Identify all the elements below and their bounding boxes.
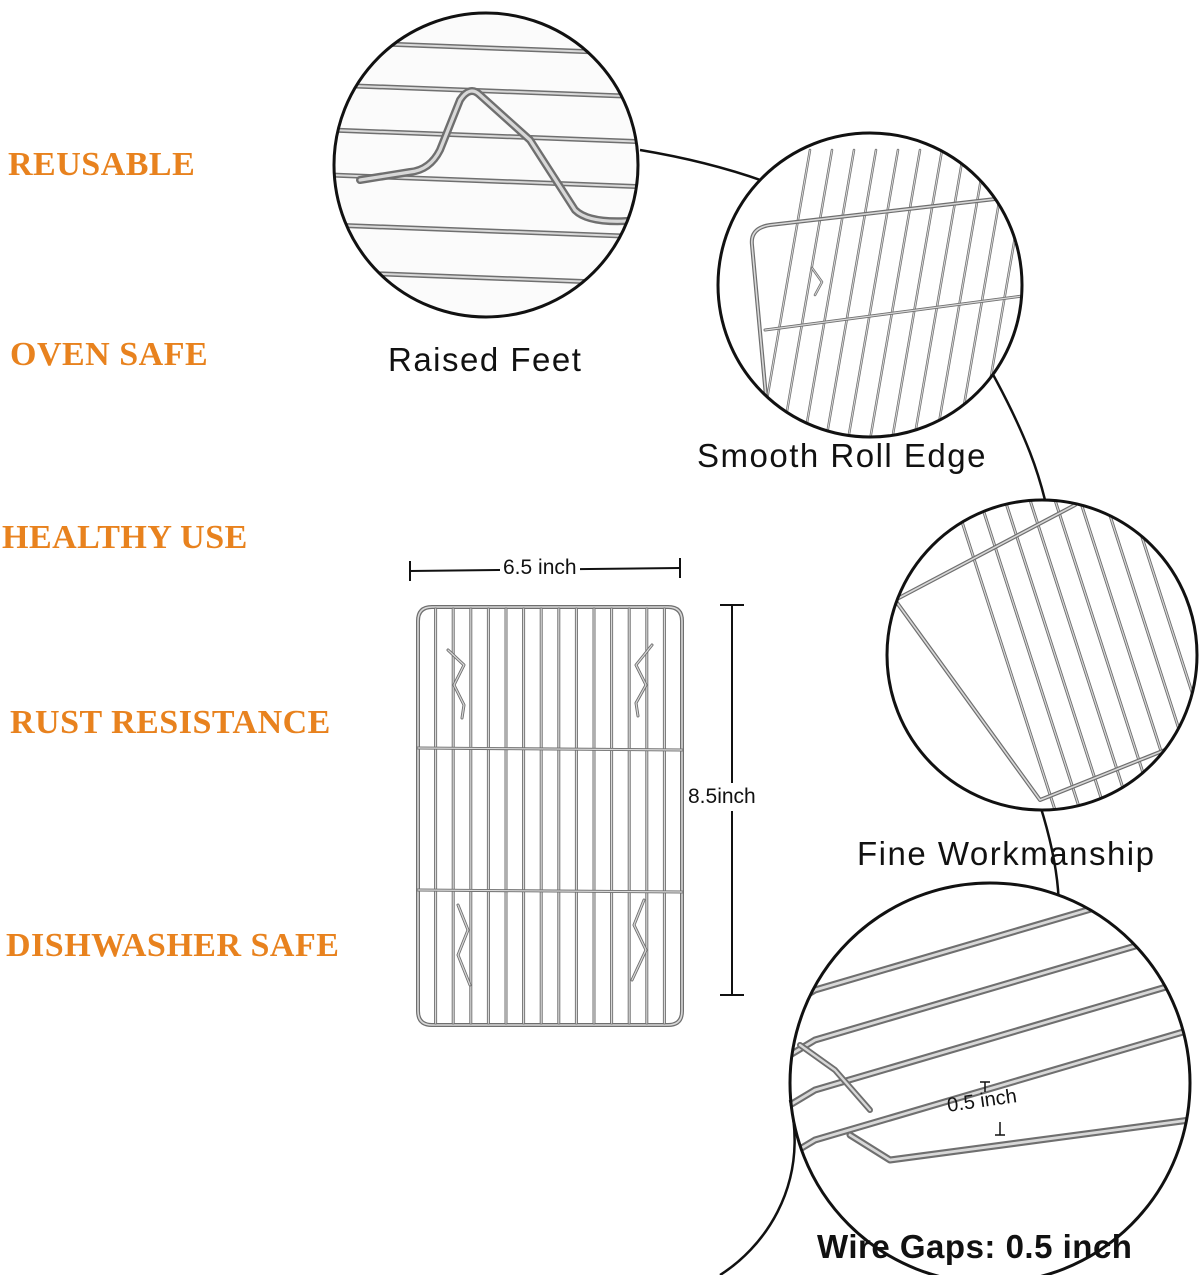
closeup-wire — [1003, 500, 1107, 810]
frame-edge-wire — [893, 598, 1192, 802]
cooling-rack — [416, 605, 684, 1027]
closeup-wire — [868, 148, 922, 437]
rack-foot — [630, 898, 648, 982]
closeup-wire — [1028, 500, 1132, 810]
closeup-wire — [334, 127, 638, 145]
frame-edge-wire — [893, 503, 1077, 602]
closeup-cross-wire — [763, 293, 1022, 332]
width-dimension-label: 6.5 inch — [500, 556, 580, 580]
closeup-wire — [790, 926, 1190, 1059]
rack-frame — [416, 605, 684, 1027]
closeup-wire — [758, 148, 812, 437]
rack-foot — [446, 648, 466, 720]
feature-oven-safe: OVEN SAFE — [10, 336, 209, 373]
closeup-wire — [890, 148, 944, 437]
closeup-wire — [1128, 500, 1197, 810]
caption-wire-gaps: Wire Gaps: 0.5 inch — [817, 1228, 1133, 1265]
raised-feet-closeup — [332, 11, 640, 319]
feature-dishwasher-safe: DISHWASHER SAFE — [6, 927, 340, 964]
closeup-wire — [824, 148, 878, 437]
frame-edge-wire — [846, 1116, 1190, 1164]
feature-rust-resistance: RUST RESISTANCE — [10, 704, 331, 741]
closeup-wire — [912, 148, 966, 437]
closeup-wire — [934, 148, 988, 437]
rack-cross-bar — [416, 746, 684, 752]
closeup-wire — [790, 976, 1190, 1109]
height-dimension-label: 8.5inch — [688, 783, 756, 811]
feature-reusable: REUSABLE — [8, 146, 196, 183]
rack-foot — [634, 643, 654, 718]
feature-healthy-use: HEALTHY USE — [2, 519, 248, 556]
bent-edge-wire — [797, 1042, 873, 1113]
closeup-wire — [1046, 150, 1096, 440]
closeup-wire — [802, 148, 856, 437]
caption-smooth-roll-edge: Smooth Roll Edge — [697, 437, 987, 474]
closeup-wire — [1053, 500, 1157, 810]
workmanship-closeup — [885, 498, 1199, 812]
gap-marker — [980, 1081, 1005, 1136]
closeup-wire — [846, 148, 900, 437]
closeup-wire — [978, 500, 1082, 810]
rack-cross-bar — [416, 888, 684, 894]
wire-gaps-closeup — [788, 881, 1192, 1275]
rolled-edge-wire — [749, 193, 1022, 437]
raised-foot-wire — [356, 87, 638, 226]
closeup-wire — [780, 148, 834, 437]
caption-raised-feet: Raised Feet — [388, 341, 583, 378]
closeup-foot — [810, 266, 824, 297]
closeup-wire — [334, 82, 638, 100]
closeup-wire — [334, 222, 638, 240]
closeup-wire — [953, 500, 1057, 810]
smooth-edge-closeup — [716, 131, 1096, 440]
rack-foot — [456, 903, 472, 987]
closeup-wire — [1024, 150, 1074, 440]
caption-fine-workmanship: Fine Workmanship — [857, 835, 1156, 872]
